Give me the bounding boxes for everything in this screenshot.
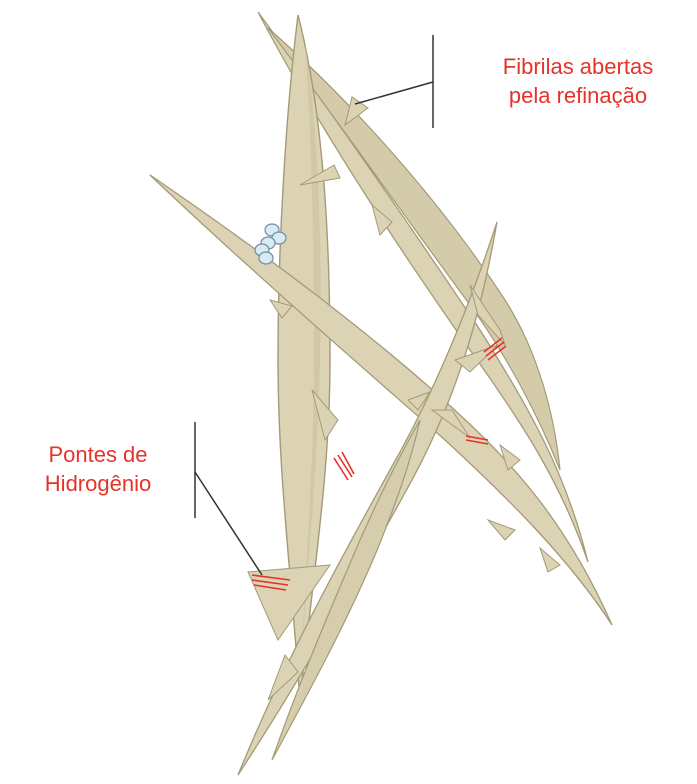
leader-fibrils — [355, 35, 433, 128]
leader-pointer — [355, 82, 433, 104]
hydrogen-bonds-label-line1: Pontes de — [18, 440, 178, 469]
hydrogen-bonds-label-line2: Hidrogênio — [18, 469, 178, 498]
fibril-spike — [488, 520, 515, 540]
hydrogen-bonds-label: Pontes de Hidrogênio — [18, 440, 178, 498]
bead — [259, 252, 273, 264]
leader-pointer — [195, 472, 262, 575]
fibrils-label-line1: Fibrilas abertas — [466, 52, 690, 81]
fibrils-label-line2: pela refinação — [466, 81, 690, 110]
bond-group — [334, 452, 354, 480]
fibrils-label: Fibrilas abertas pela refinação — [466, 52, 690, 110]
leader-hbonds — [195, 422, 262, 575]
